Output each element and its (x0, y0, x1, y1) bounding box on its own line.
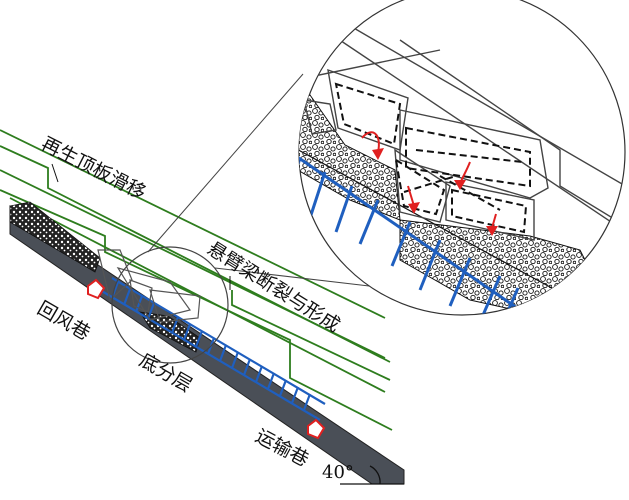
label-return-airway: 回风巷 (34, 297, 94, 345)
leader-lines (51, 163, 231, 290)
caved-gravel-left (9, 201, 101, 273)
haulage-roadway-marker (307, 418, 326, 440)
rotation-arrows (361, 131, 497, 229)
label-regrown-roof-slip: 再生顶板滑移 (38, 133, 150, 204)
angle-mark (340, 465, 404, 485)
label-angle: 40° (322, 462, 354, 483)
cantilever-blocks-small (97, 249, 201, 323)
roof-strata-lines (0, 129, 393, 431)
bottom-layer-supports (99, 277, 326, 421)
return-airway-marker (87, 278, 106, 300)
zoom-origin-circle (111, 246, 229, 364)
